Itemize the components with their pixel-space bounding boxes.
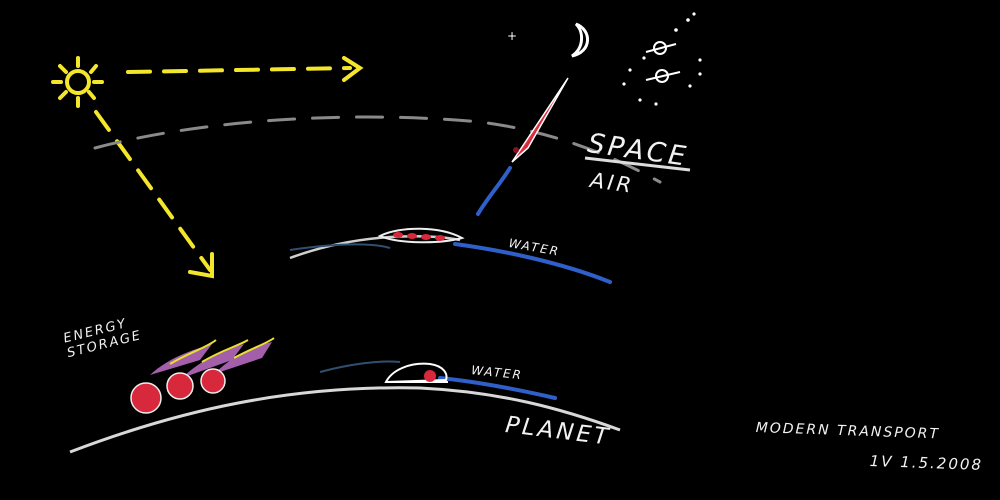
sun-ray-arrow-right	[126, 56, 364, 82]
crescent-moon-icon	[571, 22, 589, 58]
lower-air-trail	[319, 360, 401, 373]
ringed-planet-icon	[645, 41, 681, 83]
car-icon	[384, 362, 448, 384]
atmosphere-boundary	[93, 115, 662, 184]
planet-surface-line	[69, 386, 621, 454]
upper-air-trail	[289, 243, 391, 251]
space-dots	[622, 12, 702, 106]
upper-water-line	[453, 242, 612, 284]
upper-surface-line	[289, 234, 461, 260]
space-air-divider	[584, 156, 691, 172]
energy-storage-icon	[130, 337, 275, 414]
star-icon: +	[507, 29, 517, 43]
sun-icon	[51, 56, 104, 108]
rocket-icon	[476, 77, 569, 216]
lower-water-line	[438, 376, 557, 400]
sun-ray-arrow-down	[94, 110, 214, 279]
boat-icon	[377, 227, 465, 244]
